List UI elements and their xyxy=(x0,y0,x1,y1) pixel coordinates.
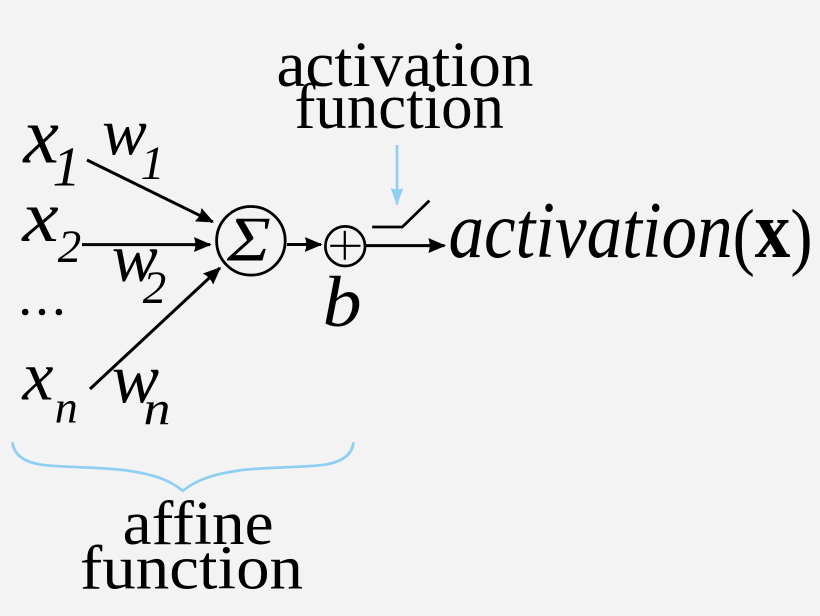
svg-text:Σ: Σ xyxy=(226,204,271,274)
svg-text:function: function xyxy=(295,71,505,143)
svg-text:x: x xyxy=(21,339,53,416)
svg-text:2: 2 xyxy=(143,262,167,314)
svg-text:1: 1 xyxy=(53,137,81,199)
svg-text:n: n xyxy=(144,382,171,435)
svg-text:w: w xyxy=(112,341,159,419)
svg-text:2: 2 xyxy=(58,221,81,273)
svg-text:w: w xyxy=(102,96,147,170)
svg-text:affine: affine xyxy=(123,490,274,558)
svg-text:b: b xyxy=(323,262,362,342)
svg-text:x: x xyxy=(21,176,58,257)
svg-text:activation(x): activation(x) xyxy=(449,187,813,278)
svg-text:x: x xyxy=(22,93,59,181)
svg-text:1: 1 xyxy=(141,137,165,190)
svg-text:w: w xyxy=(112,220,158,296)
svg-text:activation: activation xyxy=(277,29,534,101)
svg-text:n: n xyxy=(55,381,78,432)
svg-text:function: function xyxy=(80,535,303,603)
